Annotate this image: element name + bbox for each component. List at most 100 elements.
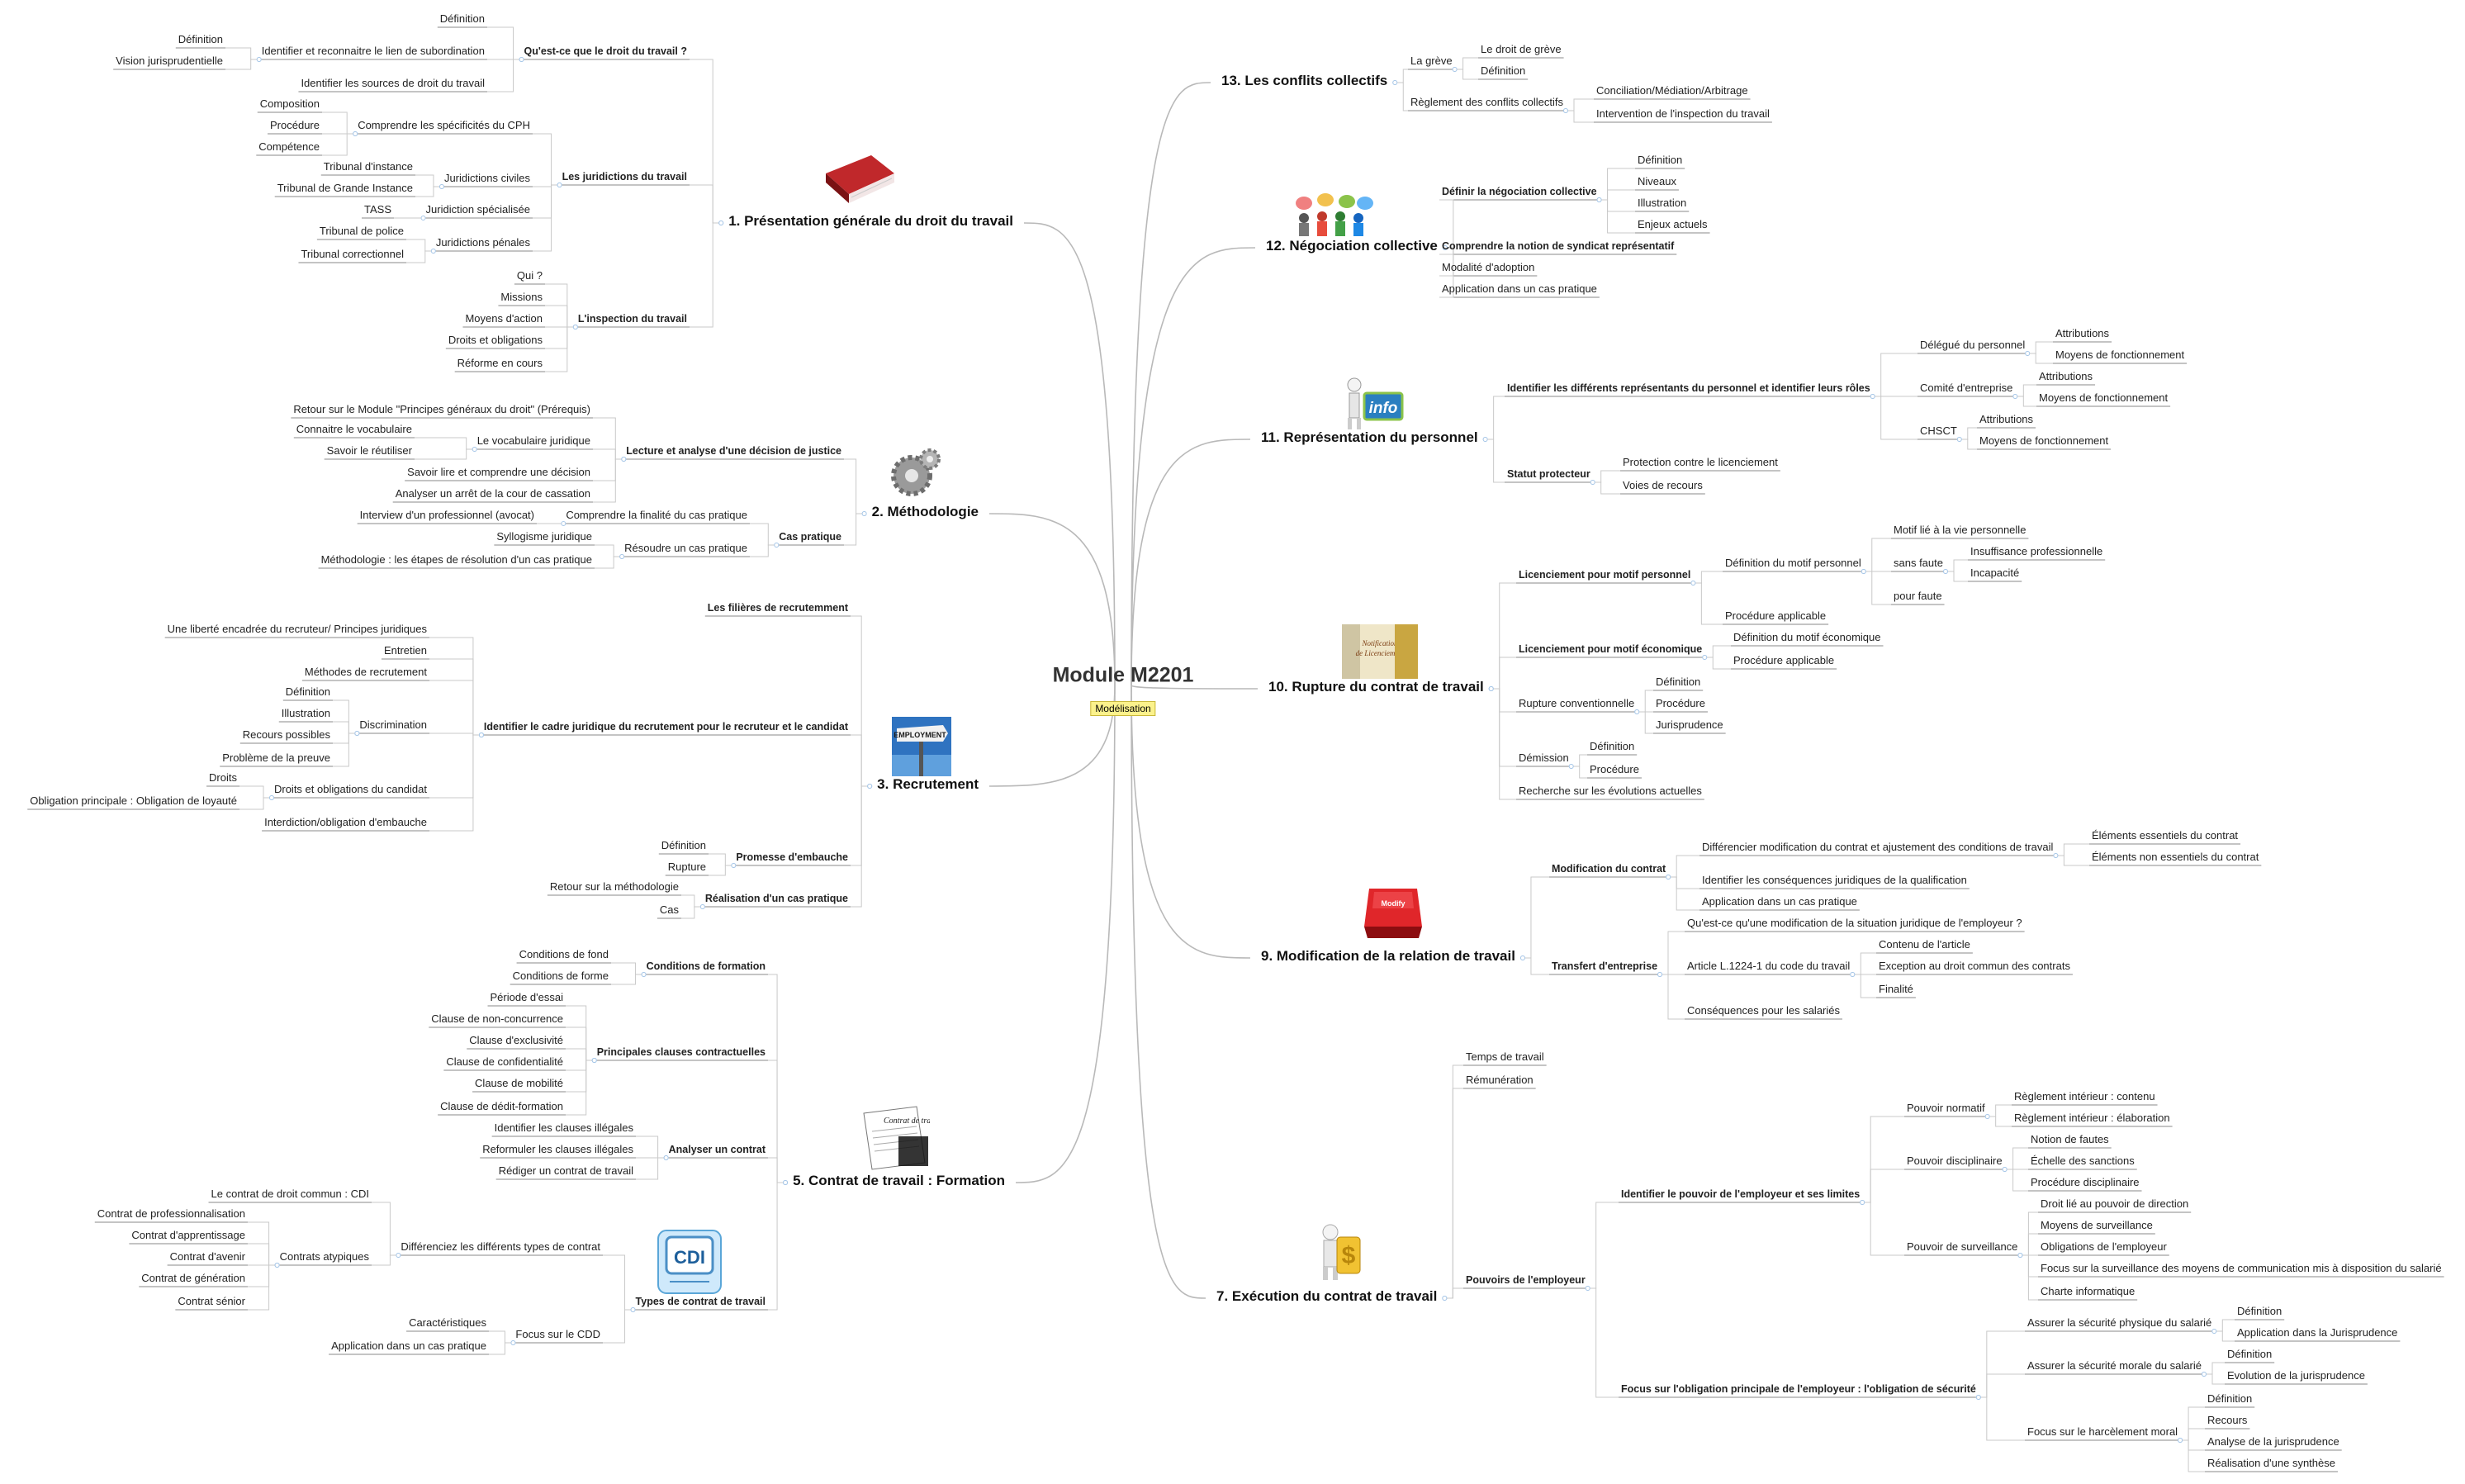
topic-n3b3[interactable]: Méthodes de recrutement <box>304 666 427 678</box>
topic-n11a2b[interactable]: Moyens de fonctionnement <box>2039 391 2169 404</box>
topic-n7c1b3[interactable]: Procédure disciplinaire <box>2031 1176 2140 1188</box>
topic-n3b1[interactable]: Une liberté encadrée du recruteur/ Princ… <box>167 623 427 635</box>
topic-n3b5a[interactable]: Droits <box>209 771 237 784</box>
topic-n5b3[interactable]: Clause d'exclusivité <box>469 1034 563 1046</box>
topic-n3b5[interactable]: Droits et obligations du candidat <box>273 783 427 795</box>
topic-n11a3a[interactable]: Attributions <box>1979 413 2034 425</box>
topic-n5b[interactable]: Principales clauses contractuelles <box>596 1046 766 1058</box>
topic-n12[interactable]: 12. Négociation collective <box>1266 238 1438 254</box>
topic-n13[interactable]: 13. Les conflits collectifs <box>1221 73 1388 88</box>
topic-n5d2[interactable]: Focus sur le CDD <box>515 1328 600 1340</box>
topic-n9a[interactable]: Modification du contrat <box>1552 863 1666 875</box>
topic-n7c1a1[interactable]: Règlement intérieur : contenu <box>2014 1090 2155 1102</box>
topic-n7c2c1[interactable]: Définition <box>2207 1392 2253 1405</box>
topic-n12a[interactable]: Définir la négociation collective <box>1442 186 1597 197</box>
topic-n3d[interactable]: Réalisation d'un cas pratique <box>704 893 848 904</box>
topic-n12a4[interactable]: Enjeux actuels <box>1638 218 1708 230</box>
topic-n5a1[interactable]: Conditions de fond <box>519 948 609 960</box>
topic-n9b3[interactable]: Conséquences pour les salariés <box>1687 1004 1840 1017</box>
topic-n7c2c3[interactable]: Analyse de la jurisprudence <box>2207 1435 2339 1448</box>
topic-n11b[interactable]: Statut protecteur <box>1507 468 1590 480</box>
topic-n1a2a[interactable]: Définition <box>178 33 223 45</box>
topic-n7c2[interactable]: Focus sur l'obligation principale de l'e… <box>1621 1383 1976 1395</box>
topic-n7[interactable]: 7. Exécution du contrat de travail <box>1216 1288 1438 1304</box>
topic-n11a[interactable]: Identifier les différents représentants … <box>1507 382 1870 394</box>
topic-n2b[interactable]: Cas pratique <box>779 531 841 543</box>
topic-n10b1[interactable]: Définition du motif économique <box>1733 631 1881 643</box>
topic-n9a1b[interactable]: Éléments non essentiels du contrat <box>2092 851 2259 863</box>
topic-n1c2[interactable]: Missions <box>500 291 543 303</box>
topic-n11b1[interactable]: Protection contre le licenciement <box>1623 456 1778 468</box>
topic-n10b[interactable]: Licenciement pour motif économique <box>1519 643 1703 655</box>
topic-n2b1a[interactable]: Interview d'un professionnel (avocat) <box>359 509 534 521</box>
topic-n11[interactable]: 11. Représentation du personnel <box>1261 429 1478 445</box>
topic-n1a1[interactable]: Définition <box>439 12 485 25</box>
topic-n5d1[interactable]: Différenciez les différents types de con… <box>401 1240 600 1253</box>
topic-n10a1c[interactable]: pour faute <box>1894 590 1942 602</box>
topic-n2a2b[interactable]: Savoir le réutiliser <box>326 444 412 457</box>
topic-n3d2[interactable]: Cas <box>659 903 679 916</box>
topic-n10e[interactable]: Recherche sur les évolutions actuelles <box>1519 785 1702 797</box>
topic-n5d1b2[interactable]: Contrat d'apprentissage <box>131 1229 245 1241</box>
topic-n10a1a[interactable]: Motif lié à la vie personnelle <box>1894 524 2027 536</box>
topic-n3b4[interactable]: Discrimination <box>359 718 427 731</box>
topic-n2a[interactable]: Lecture et analyse d'une décision de jus… <box>626 445 841 457</box>
topic-n5[interactable]: 5. Contrat de travail : Formation <box>793 1173 1005 1188</box>
topic-n9a3[interactable]: Application dans un cas pratique <box>1702 895 1857 908</box>
topic-n1c4[interactable]: Droits et obligations <box>448 334 543 346</box>
topic-n1c3[interactable]: Moyens d'action <box>465 312 543 325</box>
topic-n7c1c3[interactable]: Obligations de l'employeur <box>2041 1240 2167 1253</box>
topic-n7c1c1[interactable]: Droit lié au pouvoir de direction <box>2041 1197 2189 1210</box>
topic-n1b3[interactable]: Juridiction spécialisée <box>425 203 530 216</box>
topic-n11a2a[interactable]: Attributions <box>2039 370 2093 382</box>
topic-n1a2[interactable]: Identifier et reconnaitre le lien de sub… <box>261 45 485 57</box>
topic-n9b1[interactable]: Qu'est-ce qu'une modification de la situ… <box>1687 917 2022 929</box>
topic-n9a1[interactable]: Différencier modification du contrat et … <box>1702 841 2054 853</box>
topic-n10a2[interactable]: Procédure applicable <box>1725 609 1827 622</box>
topic-n1b2[interactable]: Juridictions civiles <box>443 172 530 184</box>
topic-n5d[interactable]: Types de contrat de travail <box>635 1296 766 1307</box>
topic-n5d2b[interactable]: Application dans un cas pratique <box>331 1339 486 1352</box>
topic-n2b1[interactable]: Comprendre la finalité du cas pratique <box>566 509 747 521</box>
topic-n5d1b3[interactable]: Contrat d'avenir <box>169 1250 245 1263</box>
topic-n7c1c2[interactable]: Moyens de surveillance <box>2041 1219 2153 1231</box>
topic-n7c1b[interactable]: Pouvoir disciplinaire <box>1907 1154 2003 1167</box>
topic-n13a[interactable]: La grève <box>1410 55 1453 67</box>
topic-n7c[interactable]: Pouvoirs de l'employeur <box>1466 1274 1586 1286</box>
topic-n10c3[interactable]: Jurisprudence <box>1656 718 1723 731</box>
topic-n5a[interactable]: Conditions de formation <box>646 960 766 972</box>
topic-n12d[interactable]: Application dans un cas pratique <box>1442 282 1597 295</box>
topic-n1c[interactable]: L'inspection du travail <box>577 313 687 325</box>
topic-n7c1c4[interactable]: Focus sur la surveillance des moyens de … <box>2041 1262 2442 1274</box>
topic-n5c[interactable]: Analyser un contrat <box>668 1144 766 1155</box>
topic-n5d1b[interactable]: Contrats atypiques <box>279 1250 369 1263</box>
topic-n3d1[interactable]: Retour sur la méthodologie <box>549 880 679 893</box>
topic-n1b4b[interactable]: Tribunal correctionnel <box>301 248 404 260</box>
topic-n1a3[interactable]: Identifier les sources de droit du trava… <box>301 77 485 89</box>
topic-n10a1b2[interactable]: Incapacité <box>1970 567 2020 579</box>
topic-n12c[interactable]: Modalité d'adoption <box>1442 261 1535 273</box>
topic-n7c2b[interactable]: Assurer la sécurité morale du salarié <box>2027 1359 2202 1372</box>
topic-n12b[interactable]: Comprendre la notion de syndicat représe… <box>1442 240 1675 252</box>
topic-n3a[interactable]: Les filières de recrutemment <box>707 602 848 614</box>
topic-n12a3[interactable]: Illustration <box>1638 197 1687 209</box>
topic-n3b[interactable]: Identifier le cadre juridique du recrute… <box>483 721 848 733</box>
topic-n5d1b5[interactable]: Contrat sénior <box>178 1295 245 1307</box>
topic-n2[interactable]: 2. Méthodologie <box>871 504 979 519</box>
topic-n10c[interactable]: Rupture conventionnelle <box>1519 697 1635 709</box>
topic-n7c2b2[interactable]: Evolution de la jurisprudence <box>2227 1369 2365 1382</box>
topic-n10d[interactable]: Démission <box>1519 751 1569 764</box>
topic-n1c1[interactable]: Qui ? <box>516 269 543 282</box>
topic-n1b3a[interactable]: TASS <box>364 203 391 216</box>
topic-n1b4[interactable]: Juridictions pénales <box>435 236 530 249</box>
topic-n7c1c5[interactable]: Charte informatique <box>2041 1285 2136 1297</box>
topic-n12a2[interactable]: Niveaux <box>1638 175 1676 187</box>
topic-n3b4c[interactable]: Recours possibles <box>242 728 330 741</box>
topic-n5b1[interactable]: Période d'essai <box>490 991 563 1003</box>
topic-n3c1[interactable]: Définition <box>661 839 706 851</box>
topic-n5c2[interactable]: Reformuler les clauses illégales <box>482 1143 633 1155</box>
topic-n10b2[interactable]: Procédure applicable <box>1733 654 1835 666</box>
topic-n12a1[interactable]: Définition <box>1638 154 1683 166</box>
topic-n5b4[interactable]: Clause de confidentialité <box>446 1055 563 1068</box>
topic-n5c3[interactable]: Rédiger un contrat de travail <box>498 1164 633 1177</box>
